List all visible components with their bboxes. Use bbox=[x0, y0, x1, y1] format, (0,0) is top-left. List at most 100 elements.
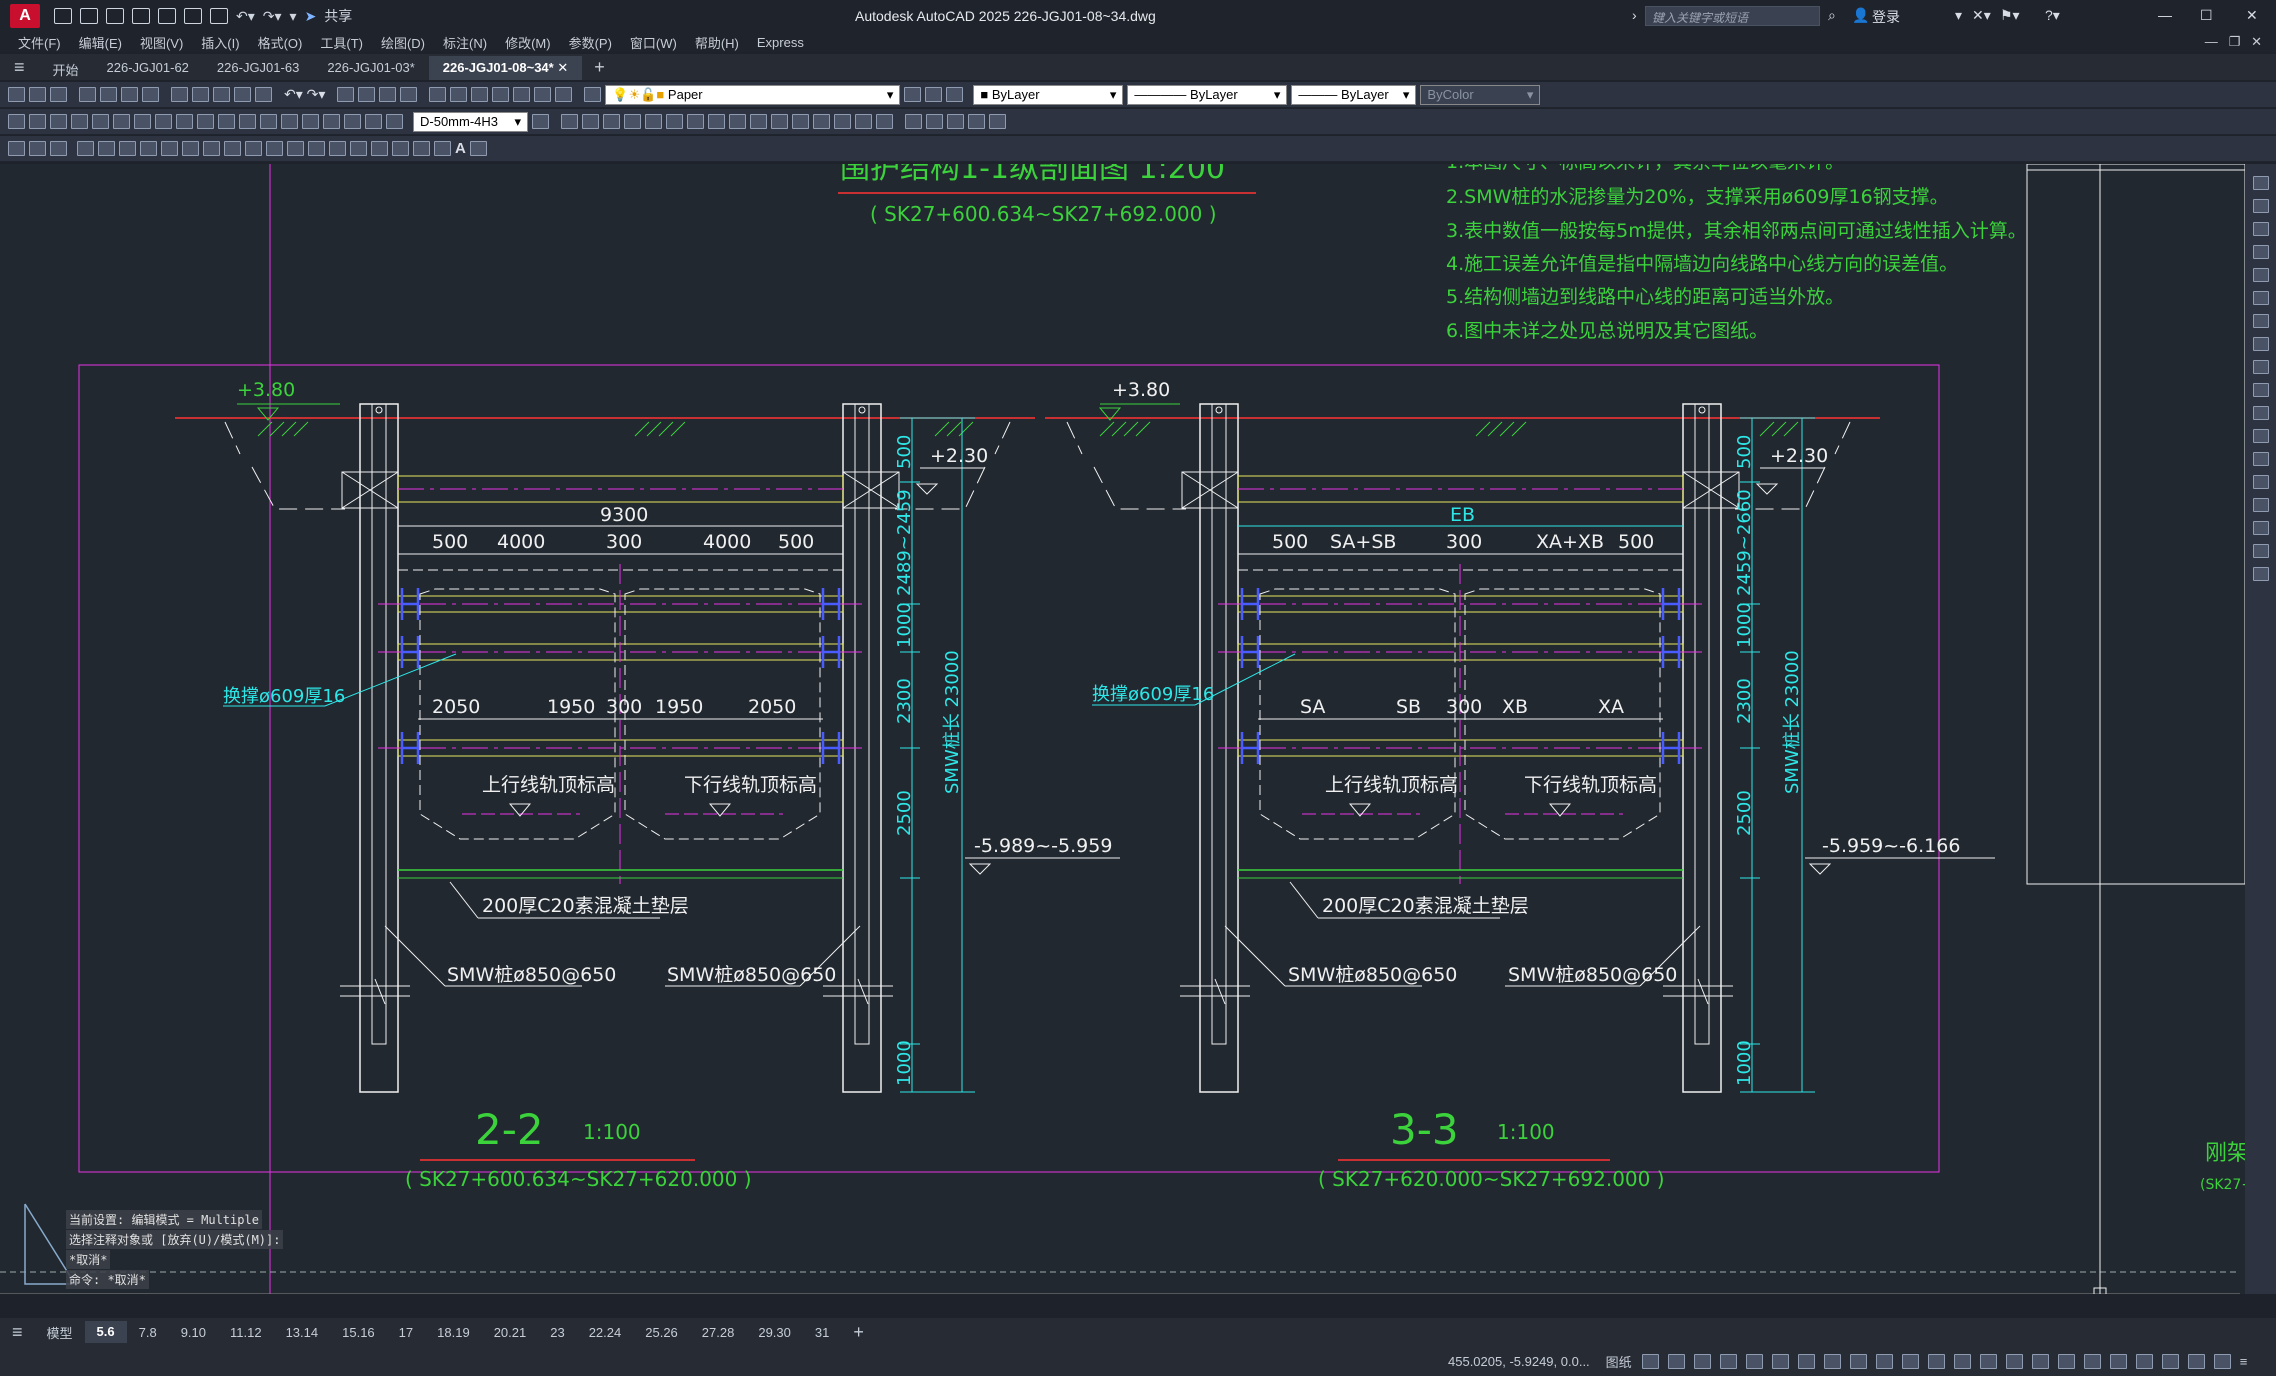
undo-icon[interactable]: ↶▾ ↷▾ bbox=[284, 86, 326, 102]
blend-icon[interactable] bbox=[2252, 544, 2269, 558]
layout-tab-7[interactable]: 17 bbox=[398, 1324, 414, 1340]
selection-filter-icon[interactable] bbox=[1953, 1353, 1971, 1369]
scale-icon[interactable] bbox=[708, 114, 725, 129]
menu-insert[interactable]: 插入(I) bbox=[201, 35, 240, 51]
polyline-icon[interactable] bbox=[119, 141, 136, 156]
move-icon[interactable] bbox=[2252, 291, 2269, 305]
tolerance-icon[interactable] bbox=[260, 114, 277, 129]
save-icon[interactable] bbox=[106, 8, 124, 24]
zoom-realtime-icon[interactable] bbox=[358, 87, 376, 102]
object-snap-tracking-icon[interactable] bbox=[1771, 1353, 1789, 1369]
trim-icon[interactable] bbox=[750, 114, 767, 129]
share-icon[interactable]: ➤ bbox=[304, 7, 317, 24]
open-icon[interactable] bbox=[29, 87, 46, 102]
stretch-icon[interactable] bbox=[729, 114, 746, 129]
layout-tab-4[interactable]: 11.12 bbox=[230, 1324, 262, 1340]
mtext-icon[interactable]: A bbox=[455, 140, 466, 157]
user-icon[interactable]: 👤 bbox=[1852, 7, 1870, 23]
explode-icon[interactable] bbox=[2252, 567, 2269, 581]
menu-parametric[interactable]: 参数(P) bbox=[568, 35, 612, 51]
menu-modify[interactable]: 修改(M) bbox=[505, 35, 551, 51]
gizmo-icon[interactable] bbox=[1979, 1353, 1997, 1369]
menu-tools[interactable]: 工具(T) bbox=[320, 35, 363, 51]
menu-dimension[interactable]: 标注(N) bbox=[443, 35, 488, 51]
menu-help[interactable]: 帮助(H) bbox=[694, 35, 739, 51]
add-selected-icon[interactable] bbox=[469, 141, 487, 156]
match-prop-icon[interactable] bbox=[234, 87, 251, 102]
sheet-set-icon[interactable] bbox=[492, 87, 510, 102]
search-input[interactable]: 键入关键字或短语 bbox=[1645, 6, 1820, 26]
dim-update-icon[interactable] bbox=[386, 114, 403, 129]
region-icon[interactable] bbox=[413, 141, 430, 156]
dim-jogged-icon[interactable] bbox=[92, 114, 109, 129]
minimize-icon[interactable]: — bbox=[2158, 7, 2172, 23]
coordinates-readout[interactable]: 455.0205, -5.9249, 0.0... bbox=[1448, 1353, 1590, 1369]
block-editor-icon[interactable] bbox=[255, 87, 272, 102]
exchange-icon[interactable]: ✕▾ bbox=[1972, 7, 1991, 23]
tab-file-62[interactable]: 226-JGJ01-62 bbox=[106, 60, 189, 75]
layer-previous-icon[interactable] bbox=[925, 87, 943, 102]
tab-model[interactable]: 模型 bbox=[46, 1325, 73, 1341]
annotation-monitor-icon[interactable] bbox=[2057, 1353, 2075, 1369]
dimstyle-dropdown[interactable]: D-50mm-4H3▾ bbox=[413, 111, 528, 132]
layout-tab-14[interactable]: 29.30 bbox=[758, 1324, 791, 1340]
layout-tab-9[interactable]: 20.21 bbox=[493, 1324, 527, 1340]
dynamic-ucs-icon[interactable] bbox=[1927, 1353, 1945, 1369]
application-menu-button[interactable]: A bbox=[10, 4, 40, 28]
help-icon[interactable] bbox=[555, 87, 573, 102]
tab-close-icon[interactable]: ✕ bbox=[557, 60, 569, 75]
transparency-icon[interactable] bbox=[1849, 1353, 1867, 1369]
cut-icon[interactable] bbox=[171, 87, 188, 102]
layout-menu-icon[interactable]: ≡ bbox=[12, 1321, 23, 1342]
new-tab-icon[interactable]: + bbox=[594, 57, 605, 77]
copy-icon[interactable] bbox=[2252, 199, 2269, 213]
login-button[interactable]: 登录 bbox=[1872, 9, 1900, 25]
plot-icon[interactable] bbox=[210, 8, 228, 24]
tab-menu-icon[interactable]: ≡ bbox=[14, 57, 25, 77]
ucs-object-icon[interactable] bbox=[989, 114, 1006, 129]
maximize-icon[interactable]: ☐ bbox=[2200, 7, 2213, 23]
join-icon[interactable] bbox=[813, 114, 830, 129]
extend-icon[interactable] bbox=[2252, 406, 2269, 420]
scale-icon[interactable] bbox=[2252, 337, 2269, 351]
circle-icon[interactable] bbox=[203, 141, 220, 156]
help-icon[interactable]: ?▾ bbox=[2045, 7, 2060, 23]
ellipse-arc-icon[interactable] bbox=[287, 141, 304, 156]
quickcalc-icon[interactable] bbox=[534, 87, 552, 102]
dim-edit-icon[interactable] bbox=[344, 114, 361, 129]
dim-linear-icon[interactable] bbox=[8, 114, 25, 129]
search-expand-icon[interactable]: › bbox=[1632, 7, 1637, 23]
dim-baseline-icon[interactable] bbox=[176, 114, 193, 129]
properties-icon[interactable] bbox=[429, 87, 447, 102]
redo-icon[interactable]: ↷▾ bbox=[262, 7, 282, 24]
zoom-window-icon[interactable] bbox=[379, 87, 397, 102]
close-icon[interactable]: ✕ bbox=[2246, 7, 2258, 23]
markup-icon[interactable] bbox=[513, 87, 531, 102]
lineweight-icon[interactable] bbox=[1823, 1353, 1841, 1369]
layout-tab-1[interactable]: 5.6 bbox=[84, 1321, 127, 1343]
units-icon[interactable] bbox=[2083, 1353, 2101, 1369]
grid-icon[interactable] bbox=[1667, 1353, 1685, 1369]
layout-tab-10[interactable]: 23 bbox=[550, 1324, 565, 1340]
break-icon[interactable] bbox=[792, 114, 809, 129]
layout-tab-15[interactable]: 31 bbox=[814, 1324, 830, 1340]
insert-block-icon[interactable] bbox=[308, 141, 325, 156]
table-icon[interactable] bbox=[434, 141, 451, 156]
publish-icon[interactable] bbox=[121, 87, 138, 102]
workspace-icon[interactable] bbox=[50, 141, 67, 156]
doc-window-controls[interactable]: — ❐ ✕ bbox=[2204, 34, 2262, 49]
dim-text-edit-icon[interactable] bbox=[365, 114, 382, 129]
dim-break-icon[interactable] bbox=[239, 114, 256, 129]
dimstyle-icon[interactable] bbox=[532, 114, 549, 129]
line-icon[interactable] bbox=[77, 141, 94, 156]
layout-tab-11[interactable]: 22.24 bbox=[588, 1324, 622, 1340]
save-web-icon[interactable] bbox=[184, 8, 202, 24]
new-icon[interactable] bbox=[8, 87, 25, 102]
center-mark-icon[interactable] bbox=[281, 114, 298, 129]
break-at-point-icon[interactable] bbox=[2252, 429, 2269, 443]
explode-icon[interactable] bbox=[876, 114, 893, 129]
rotate-icon[interactable] bbox=[2252, 314, 2269, 328]
paper-space-toggle[interactable]: 图纸 bbox=[1605, 1354, 1632, 1370]
isolate-objects-icon[interactable] bbox=[2161, 1353, 2179, 1369]
dim-space-icon[interactable] bbox=[218, 114, 235, 129]
